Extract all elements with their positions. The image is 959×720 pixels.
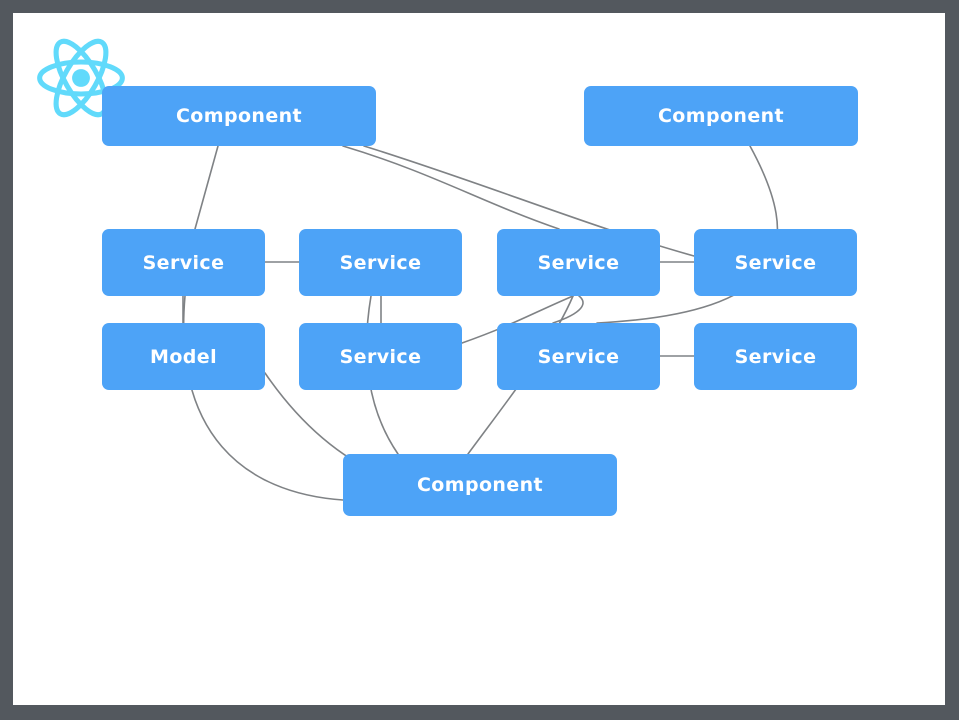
node-model-n7[interactable]: Model (102, 323, 265, 390)
node-label: Component (175, 105, 303, 127)
node-label: Model (150, 345, 217, 368)
edge-n1-n5 (342, 145, 560, 230)
node-service-n10[interactable]: Service (694, 323, 857, 390)
node-label: Service (537, 345, 620, 368)
node-service-n3[interactable]: Service (102, 229, 265, 296)
node-service-n9[interactable]: Service (497, 323, 660, 390)
node-label: Service (537, 251, 620, 274)
node-label: Component (416, 474, 544, 496)
node-label: Service (734, 251, 817, 274)
node-service-n4[interactable]: Service (299, 229, 462, 296)
node-component-n2[interactable]: Component (584, 86, 858, 146)
node-label: Component (657, 105, 785, 127)
node-service-n8[interactable]: Service (299, 323, 462, 390)
edge-n1-n3 (194, 145, 219, 230)
node-service-n6[interactable]: Service (694, 229, 857, 296)
edge-n9-n5 (552, 295, 584, 324)
node-component-n11[interactable]: Component (343, 454, 617, 516)
node-service-n5[interactable]: Service (497, 229, 660, 296)
react-atom-logo-icon (37, 38, 125, 118)
node-label: Service (339, 345, 422, 368)
node-label: Service (734, 345, 817, 368)
node-component-n1[interactable]: Component (102, 86, 376, 146)
node-label: Service (339, 251, 422, 274)
node-label: Service (142, 251, 225, 274)
